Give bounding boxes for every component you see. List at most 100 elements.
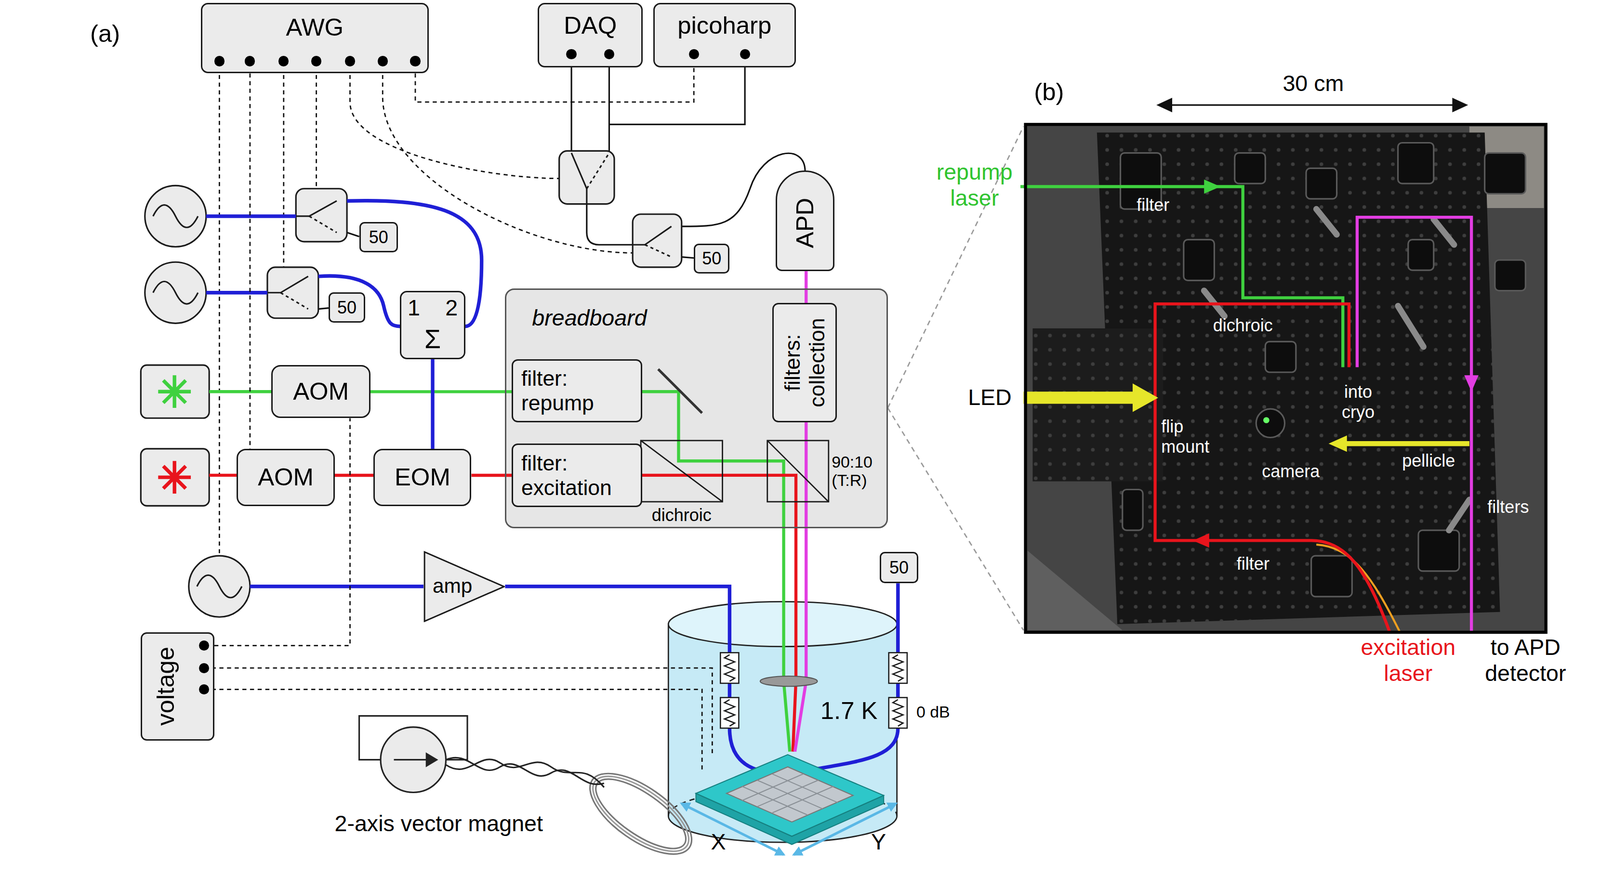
signal-cables	[608, 61, 745, 125]
setup-photo	[1328, 435, 1348, 452]
setup-photo	[1398, 305, 1424, 347]
laser-source	[158, 461, 191, 494]
annotation-label: filter	[1236, 554, 1270, 575]
breadboard-panel: breadboardfilters: collectionfilter: rep…	[504, 288, 888, 529]
dashed-control-lines	[204, 689, 703, 774]
signal-line	[415, 67, 694, 103]
excitation-filter: filter: excitation	[511, 443, 643, 507]
annotation-label: repump laser	[923, 159, 1026, 212]
setup-photo	[1032, 328, 1164, 482]
optical-beams	[638, 475, 796, 753]
rf-switch	[571, 153, 587, 205]
sample-stage	[726, 767, 854, 823]
annotation-label: 30 cm	[1282, 70, 1344, 97]
rf-switch	[267, 276, 309, 293]
rf-cables	[206, 200, 899, 774]
vector-magnet	[426, 753, 437, 767]
rf-cables	[250, 584, 424, 589]
setup-photo	[1464, 375, 1479, 392]
setup-photo	[1357, 217, 1472, 633]
setup-photo	[1256, 409, 1285, 438]
node-label: EOM	[394, 463, 451, 492]
setup-photo	[1020, 186, 1343, 368]
optical-beams	[794, 422, 807, 753]
node-label: filters: collection	[780, 309, 830, 417]
amplifier: amp	[423, 551, 505, 623]
setup-photo	[1345, 441, 1470, 447]
port-dot	[566, 49, 577, 60]
laser-source	[140, 365, 210, 506]
vector-magnet	[380, 727, 447, 794]
port-dot	[244, 55, 255, 67]
eom-box: EOM	[373, 449, 472, 507]
picoharp-box: picoharp	[653, 2, 797, 67]
dashed-control-lines	[218, 67, 221, 556]
annotation-label: excitation laser	[1341, 635, 1475, 688]
setup-photo	[1120, 142, 1526, 597]
rf-switch	[267, 267, 319, 319]
annotation-label: dichroic	[651, 505, 712, 526]
dashed-control-lines	[349, 67, 559, 179]
resistor-symbol	[720, 698, 739, 729]
signal-cables	[318, 308, 329, 310]
setup-photo	[1192, 533, 1210, 549]
setup-photo	[1418, 530, 1460, 572]
signal-cables	[586, 204, 633, 246]
resistor-symbol	[892, 655, 903, 682]
resistor-symbol	[888, 698, 908, 729]
amplifier-triangle	[424, 552, 504, 622]
port-dot	[409, 55, 421, 67]
resistor-symbol	[720, 652, 739, 684]
setup-photo	[1316, 544, 1401, 633]
breadboard-fill	[504, 288, 888, 529]
setup-photo	[1023, 391, 1135, 404]
collection-filter: filters: collection	[772, 303, 837, 423]
rf-cables	[206, 290, 268, 295]
annotation-label: X	[711, 830, 727, 857]
rf-switch	[309, 216, 337, 233]
dashed-control-lines	[315, 67, 318, 189]
setup-photo	[1316, 209, 1337, 235]
node-label: 2	[445, 295, 458, 322]
dashed-control-lines	[204, 67, 713, 774]
vector-magnet	[577, 758, 705, 870]
port-dot	[688, 49, 700, 60]
node-label: DAQ	[563, 11, 617, 40]
node-label: AOM	[292, 377, 349, 406]
optics	[640, 440, 723, 503]
terminator-50: 50	[359, 222, 398, 253]
laser-source	[140, 449, 210, 507]
setup-photo	[1132, 383, 1159, 412]
optics	[767, 440, 829, 503]
setup-photo	[1263, 417, 1270, 424]
signal-cables	[681, 257, 694, 259]
optical-beams	[209, 391, 807, 753]
annotation-label: dichroic	[1213, 315, 1273, 336]
optical-beams	[209, 474, 237, 477]
rf-combiner: 12Σ	[399, 290, 466, 360]
apd-detector: APD	[775, 170, 835, 272]
repump-filter: filter: repump	[511, 359, 643, 423]
signal-generator	[188, 555, 251, 618]
node-label: 1	[407, 295, 421, 322]
setup-photo	[1032, 328, 1164, 482]
setup-photo	[1265, 341, 1296, 373]
setup-photo	[1484, 153, 1526, 195]
node-label: filter: excitation	[521, 450, 642, 501]
port-dot	[311, 55, 322, 67]
annotation-label: 1.7 K	[820, 697, 878, 726]
node-label: Σ	[424, 324, 441, 355]
annotation-label: 90:10 (T:R)	[831, 452, 883, 491]
rf-switch	[645, 244, 672, 257]
awg-box: AWG	[200, 2, 429, 74]
signal-generator	[153, 281, 199, 305]
signal-generator	[145, 185, 207, 247]
signal-line	[430, 359, 435, 450]
rf-cables	[206, 214, 296, 218]
signal-line	[214, 418, 351, 646]
rf-cables	[504, 586, 730, 654]
signal-line	[804, 271, 808, 304]
node-label: 50	[337, 297, 357, 318]
